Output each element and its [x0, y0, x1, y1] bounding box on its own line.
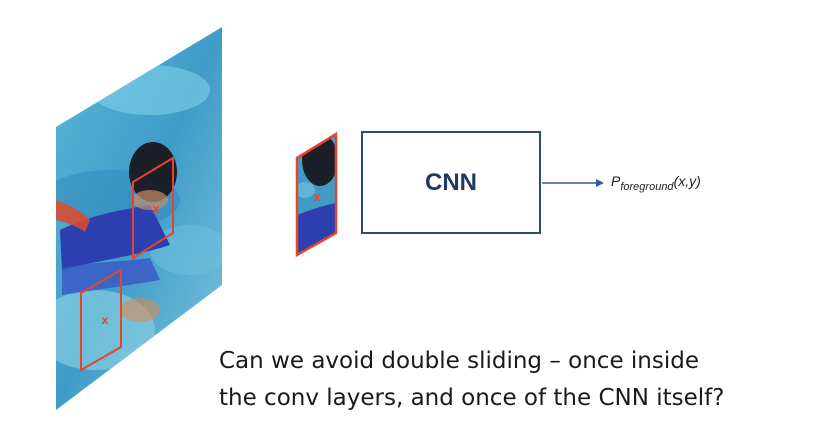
cnn-box: CNN [361, 131, 541, 234]
cnn-label: CNN [425, 168, 477, 196]
window-marker-background: x [102, 313, 109, 327]
question-line-1: Can we avoid double sliding – once insid… [219, 348, 699, 374]
crop-marker: x [313, 189, 321, 204]
output-probability-label: Pforeground(x,y) [611, 173, 701, 193]
sliding-window-background [80, 268, 122, 372]
question-line-2: the conv layers, and once of the CNN its… [219, 385, 725, 411]
output-prefix: P [611, 173, 621, 189]
question-text: Can we avoid double sliding – once insid… [219, 343, 829, 417]
output-subscript: foreground [620, 181, 674, 193]
window-marker-head: x [152, 201, 160, 216]
sliding-window-head [132, 156, 174, 260]
output-args: (x,y) [673, 173, 701, 189]
input-image [56, 27, 222, 410]
output-arrow [542, 179, 604, 187]
